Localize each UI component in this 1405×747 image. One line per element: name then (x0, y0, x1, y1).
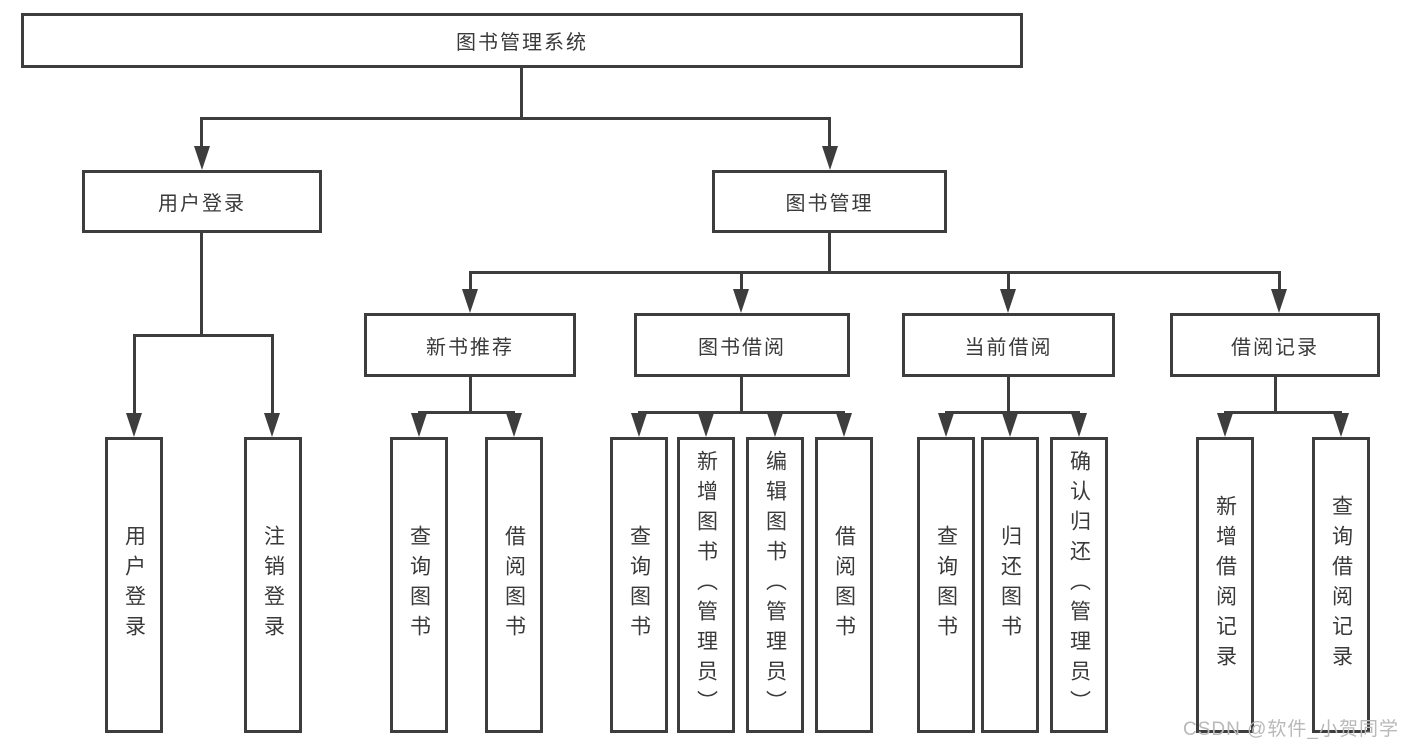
node-borrow-records: 借阅记录 (1170, 313, 1380, 377)
connector-current-rail (945, 411, 1080, 414)
node-borrow-books: 借阅图书 (815, 437, 873, 733)
node-recommend-borrow-books: 借阅图书 (485, 437, 543, 733)
arrowhead-borrow-query (631, 413, 647, 437)
arrowhead-borrow-add (698, 413, 714, 437)
node-current-query-books-label: 查询图书 (934, 525, 958, 645)
node-edit-books-admin: 编辑图书（管理员） (746, 437, 804, 733)
node-user-login: 用户登录 (82, 170, 322, 233)
connector-recommend-stem (469, 271, 472, 291)
connector-borrow-stem (740, 271, 743, 291)
arrowhead-records (1271, 289, 1287, 313)
node-borrow-query-books-label: 查询图书 (627, 525, 651, 645)
connector-current-down (1007, 377, 1010, 413)
node-recommend-borrow-books-label: 借阅图书 (502, 525, 526, 645)
connector-bookmgmt-rail (469, 271, 1281, 274)
node-logout-leaf-label: 注销登录 (261, 525, 285, 645)
arrowhead-borrow-edit (767, 413, 783, 437)
arrowhead-login-leaf (126, 413, 142, 437)
node-new-book-recommend: 新书推荐 (364, 313, 576, 377)
connector-root-stem (520, 68, 523, 118)
node-add-borrow-record: 新增借阅记录 (1196, 437, 1254, 733)
node-book-borrow: 图书借阅 (634, 313, 850, 377)
arrowhead-recommend-borrow (506, 413, 522, 437)
node-login-leaf: 用户登录 (105, 437, 163, 733)
node-add-books-admin-label: 新增图书（管理员） (694, 450, 718, 720)
connector-records-stem (1278, 271, 1281, 291)
node-add-books-admin: 新增图书（管理员） (677, 437, 735, 733)
connector-borrow-rail (638, 411, 845, 414)
node-new-book-recommend-label: 新书推荐 (426, 336, 514, 359)
node-add-borrow-record-label: 新增借阅记录 (1213, 495, 1237, 675)
arrowhead-logout-leaf (264, 413, 280, 437)
connector-logout-leaf-stem (271, 334, 274, 416)
arrowhead-userlogin (194, 146, 210, 170)
node-user-login-label: 用户登录 (158, 193, 246, 215)
arrowhead-borrow (733, 289, 749, 313)
arrowhead-recommend (462, 289, 478, 313)
node-return-books-label: 归还图书 (998, 525, 1022, 645)
connector-bookmgmt-down (828, 233, 831, 274)
arrowhead-current-return (1002, 413, 1018, 437)
node-query-borrow-record-label: 查询借阅记录 (1329, 495, 1353, 675)
node-query-borrow-record: 查询借阅记录 (1312, 437, 1370, 733)
connector-records-down (1274, 377, 1277, 413)
connector-userlogin-rail (133, 334, 273, 337)
connector-bookmgmt-stem (828, 117, 831, 149)
node-login-leaf-label: 用户登录 (122, 525, 146, 645)
node-recommend-query-books: 查询图书 (390, 437, 448, 733)
arrowhead-records-add (1217, 413, 1233, 437)
node-recommend-query-books-label: 查询图书 (407, 525, 431, 645)
node-borrow-books-label: 借阅图书 (832, 525, 856, 645)
node-book-borrow-label: 图书借阅 (698, 336, 786, 359)
csdn-watermark: CSDN @软件_小贺同学 (1183, 719, 1399, 740)
arrowhead-current (1000, 289, 1016, 313)
arrowhead-current-query (938, 413, 954, 437)
node-root-label: 图书管理系统 (456, 32, 588, 54)
connector-borrow-down (740, 377, 743, 413)
node-current-borrow: 当前借阅 (902, 313, 1115, 377)
connector-recommend-down (469, 377, 472, 413)
arrowhead-bookmgmt (822, 146, 838, 170)
node-logout-leaf: 注销登录 (244, 437, 302, 733)
node-edit-books-admin-label: 编辑图书（管理员） (763, 450, 787, 720)
arrowhead-current-confirm (1071, 413, 1087, 437)
connector-records-rail (1224, 411, 1342, 414)
connector-recommend-rail (418, 411, 515, 414)
node-borrow-query-books: 查询图书 (610, 437, 668, 733)
node-current-borrow-label: 当前借阅 (964, 336, 1053, 359)
connector-userlogin-stem (200, 117, 203, 149)
node-current-query-books: 查询图书 (917, 437, 975, 733)
node-root: 图书管理系统 (21, 13, 1023, 68)
connector-root-rail (200, 117, 830, 120)
arrowhead-recommend-query (411, 413, 427, 437)
connector-login-leaf-stem (133, 334, 136, 416)
arrowhead-borrow-borrow (836, 413, 852, 437)
node-book-management: 图书管理 (712, 170, 947, 233)
node-confirm-return-admin: 确认归还（管理员） (1050, 437, 1108, 733)
node-borrow-records-label: 借阅记录 (1231, 336, 1319, 359)
connector-userlogin-down (200, 233, 203, 335)
node-return-books: 归还图书 (981, 437, 1039, 733)
node-book-management-label: 图书管理 (785, 193, 874, 215)
connector-current-stem (1007, 271, 1010, 291)
node-confirm-return-admin-label: 确认归还（管理员） (1067, 450, 1091, 720)
arrowhead-records-query (1333, 413, 1349, 437)
